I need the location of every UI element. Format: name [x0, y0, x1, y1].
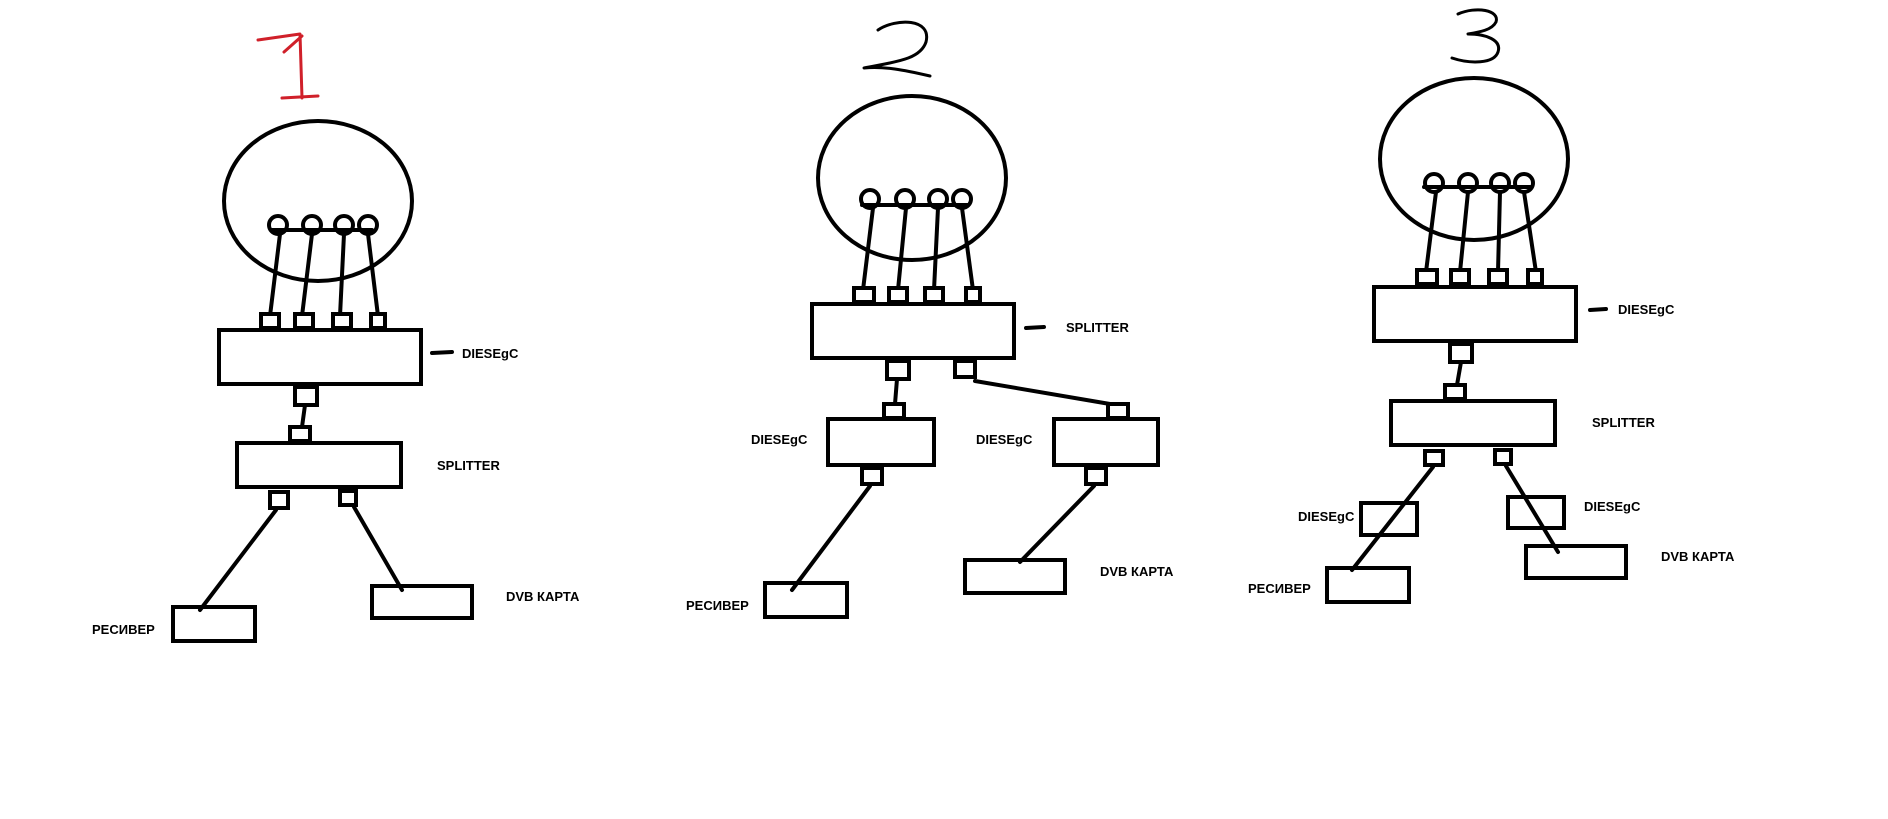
diagram-1: 1 DIESEgC SPLITTER РЕСИВЕР DVB КАРТА: [92, 32, 580, 643]
diagram-3-cable-left: [1350, 465, 1435, 572]
diagram-1-box1: [217, 328, 423, 386]
diagram-2-box2-right-label: DIESEgC: [976, 432, 1033, 447]
diagram-2-box1-leader: [1024, 325, 1046, 330]
diagram-2-box2-right-input-port: [1106, 402, 1130, 420]
diagram-1-box2-left-port: [268, 490, 290, 510]
diagram-2-box2-left-label: DIESEgC: [751, 432, 808, 447]
diagram-3-box1-label: DIESEgC: [1618, 302, 1675, 317]
diagram-3-lnb-cables: [1424, 190, 1538, 274]
diagram-1-box1-leader: [430, 350, 454, 355]
diagram-3-box3-left-label: DIESEgC: [1298, 509, 1355, 524]
diagram-2-cable-right: [1018, 484, 1096, 564]
diagram-3-box1-leader: [1588, 307, 1608, 312]
diagram-3-box3-right: [1506, 495, 1566, 530]
diagram-2-link-left: [893, 377, 899, 406]
diagram-3-link-box1-box2: [1455, 360, 1463, 387]
diagram-3-box2-label: SPLITTER: [1592, 415, 1655, 430]
diagram-2-box2-left-input-port: [882, 402, 906, 420]
diagram-3: 3 DIESEgC SPLITTER DIESEgC DIESEgC: [1248, 8, 1735, 604]
diagram-2-number: 2: [862, 20, 932, 78]
diagram-3-dvb-card-box: [1524, 544, 1628, 580]
diagram-3-box1-input-ports: [1415, 268, 1544, 286]
diagram-3-receiver-label: РЕСИВЕР: [1248, 581, 1311, 596]
diagram-2-satellite-dish: [816, 94, 1008, 262]
diagram-2-box1: [810, 302, 1016, 360]
diagram-1-dvb-card-box: [370, 584, 474, 620]
diagram-3-box3-left: [1359, 501, 1419, 537]
diagram-1-receiver-label: РЕСИВЕР: [92, 622, 155, 637]
diagram-2-lnb-cables: [861, 206, 975, 292]
diagram-1-box1-output-port: [293, 385, 319, 407]
diagram-1-box2-label: SPLITTER: [437, 458, 500, 473]
diagram-3-box2-input-port: [1443, 383, 1467, 401]
diagram-2-box1-input-ports: [852, 286, 982, 304]
diagram-1-number: 1: [256, 32, 320, 100]
diagram-1-box1-label: DIESEgC: [462, 346, 519, 361]
diagram-2-cable-left: [790, 484, 872, 592]
diagram-1-box2-input-port: [288, 425, 312, 443]
diagram-3-receiver-box: [1325, 566, 1411, 604]
diagram-2-box1-left-output-port: [885, 359, 911, 381]
diagram-2: 2 SPLITTER DIESEgC DIESEgC: [686, 20, 1174, 619]
diagram-2-receiver-label: РЕСИВЕР: [686, 598, 749, 613]
diagram-3-box2-left-port: [1423, 449, 1445, 467]
diagram-2-dvb-card-box: [963, 558, 1067, 595]
diagram-2-box1-right-output-port: [953, 359, 977, 379]
diagram-1-box2: [235, 441, 403, 489]
diagram-3-box2-right-port: [1493, 448, 1513, 466]
diagram-3-dvb-card-label: DVB КАРТА: [1661, 549, 1735, 564]
diagram-1-dvb-card-label: DVB КАРТА: [506, 589, 580, 604]
diagram-1-satellite-dish: [222, 119, 414, 283]
diagram-1-box2-right-port: [338, 489, 358, 507]
diagram-1-cable-left: [198, 508, 278, 612]
diagram-3-box3-right-label: DIESEgC: [1584, 499, 1641, 514]
diagram-3-box2: [1389, 399, 1557, 447]
diagram-1-lnb-cables: [268, 232, 380, 318]
diagram-1-receiver-box: [171, 605, 257, 643]
diagram-3-box1: [1372, 285, 1578, 343]
diagram-1-box1-input-ports: [259, 312, 387, 330]
diagram-2-box2-left-output-port: [860, 466, 884, 486]
diagram-1-cable-right: [352, 505, 404, 592]
diagram-2-receiver-box: [763, 581, 849, 619]
diagram-1-link-box1-box2: [300, 403, 307, 429]
diagram-3-box1-output-port: [1448, 342, 1474, 364]
diagram-2-box1-label: SPLITTER: [1066, 320, 1129, 335]
diagram-2-box2-right: [1052, 417, 1160, 467]
diagram-3-cable-right: [1504, 464, 1560, 554]
diagram-2-box2-right-output-port: [1084, 466, 1108, 486]
diagram-3-number: 3: [1450, 8, 1501, 64]
diagram-2-box2-left: [826, 417, 936, 467]
diagram-2-dvb-card-label: DVB КАРТА: [1100, 564, 1174, 579]
diagram-3-satellite-dish: [1378, 76, 1570, 242]
diagram-2-link-right: [973, 379, 1112, 406]
diagram-3-lnb-converters: [1423, 172, 1535, 194]
